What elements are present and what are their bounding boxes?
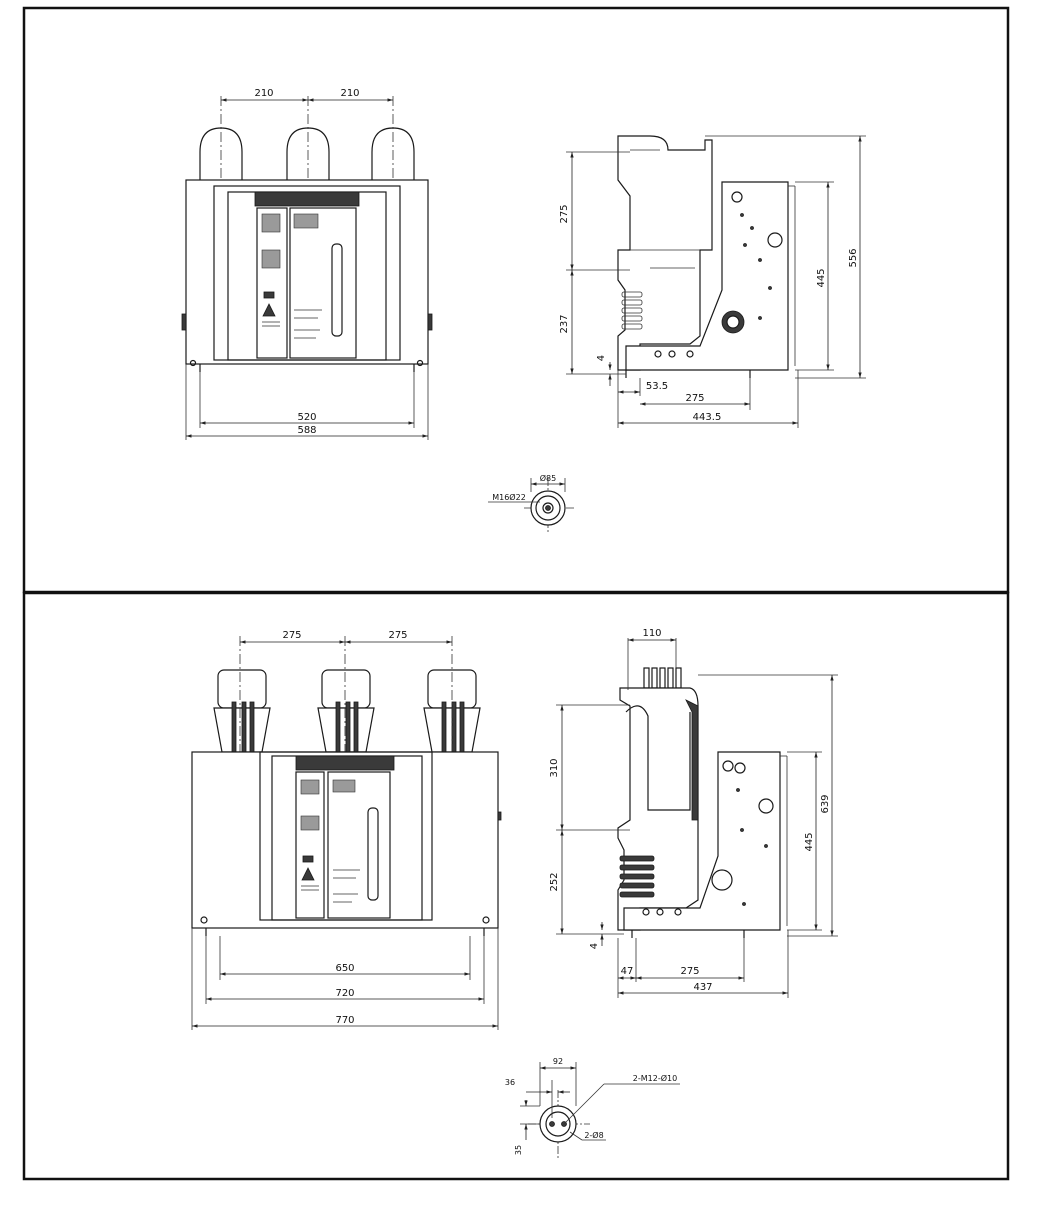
dim-inner-width-2: 720 [335,988,354,999]
dim-lower-height: 237 [559,314,570,333]
top-front-dimensions: 210 210 520 588 [185,88,429,440]
dim-base-gap: 4 [596,355,607,361]
dim-top-width: 110 [642,628,661,639]
dim-total-height-2: 639 [820,794,831,813]
dim-total-height: 556 [848,248,859,267]
dim-offset: 53.5 [646,381,668,392]
dim-upper-height-2: 310 [549,758,560,777]
dim-base-length-2: 275 [680,966,699,977]
dim-pitch-left: 210 [254,88,273,99]
dim-lower-height-2: 252 [549,872,560,891]
bottom-front-dimensions: 275 275 650 720 770 [191,630,499,1030]
terminal-width: 92 [553,1057,563,1066]
dim-frame-height: 445 [816,268,827,287]
top-side-dimensions: 275 237 4 445 556 53.5 275 443.5 [559,135,866,428]
dim-pitch-left-2: 275 [282,630,301,641]
dim-total-depth-2: 437 [693,982,712,993]
terminal-diameter: Ø85 [540,473,556,483]
dim-inner-width: 520 [297,412,316,423]
terminal-offset-y: 35 [514,1145,523,1155]
dim-base-gap-2: 4 [589,943,600,949]
dim-outer-width-2: 770 [335,1015,354,1026]
dim-frame-height-2: 445 [804,832,815,851]
dim-base-length: 275 [685,393,704,404]
dim-pitch-right-2: 275 [388,630,407,641]
terminal-thread-2: 2-M12-Ø10 [633,1073,677,1083]
bottom-side-dimensions: 110 310 252 4 445 639 47 275 437 [549,628,838,998]
bottom-side-view [617,667,788,938]
dim-wheel-track: 650 [335,963,354,974]
top-terminal-detail: Ø85 M16Ø22 [488,473,574,532]
bottom-front-view [191,636,502,936]
top-front-view [181,96,433,372]
dim-total-depth: 443.5 [693,412,722,423]
bottom-terminal-detail: 92 36 35 2-M12-Ø10 2-Ø8 [505,1057,680,1160]
dim-offset-2: 47 [621,966,634,977]
top-side-view [617,135,796,378]
terminal-hole: 2-Ø8 [584,1130,603,1140]
dim-upper-height: 275 [559,204,570,223]
terminal-offset-x: 36 [505,1078,515,1087]
dim-outer-width: 588 [297,425,316,436]
bottom-panel-frame [22,591,1010,1181]
terminal-thread: M16Ø22 [492,492,526,502]
dim-pitch-right: 210 [340,88,359,99]
